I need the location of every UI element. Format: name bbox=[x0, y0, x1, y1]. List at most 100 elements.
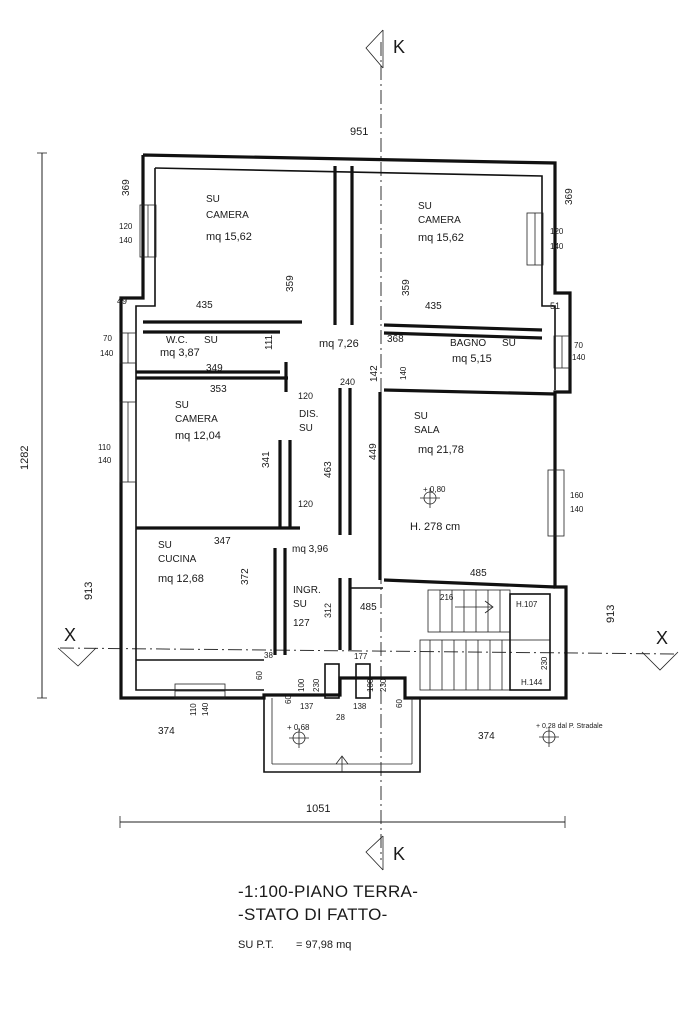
entrance-dim-1: 100 bbox=[297, 678, 306, 692]
level-marker-entrance bbox=[289, 728, 309, 748]
dim-width-top: 951 bbox=[350, 126, 368, 138]
stairs-h-upper: H.107 bbox=[516, 600, 538, 609]
section-label-k-bottom: K bbox=[393, 844, 405, 864]
room-bagno-width: 368 bbox=[387, 334, 404, 345]
section-label-x-left: X bbox=[64, 625, 76, 645]
level-marker-sala bbox=[420, 488, 440, 508]
room-camera-ne-name: CAMERA bbox=[418, 215, 461, 226]
title-block: -1:100-PIANO TERRA- -STATO DI FATTO- SU … bbox=[238, 882, 418, 951]
room-bagno-window-b: 140 bbox=[572, 353, 586, 362]
room-cucina-window-a: 110 bbox=[189, 703, 198, 716]
room-wc-width: 349 bbox=[206, 363, 223, 374]
room-dis-door-b: 120 bbox=[298, 499, 313, 509]
room-bagno: 368 BAGNO SU mq 5,15 142 140 51 70 140 bbox=[369, 301, 586, 382]
room-cucina-area: mq 12,68 bbox=[158, 573, 204, 585]
room-wc-area: mq 3,87 bbox=[160, 347, 200, 359]
room-camera-w: 353 SU CAMERA mq 12,04 341 110 140 bbox=[98, 384, 272, 468]
room-camera-w-window-a: 110 bbox=[98, 443, 111, 452]
room-ingresso-width: 127 bbox=[293, 618, 310, 629]
outer-wall bbox=[119, 153, 572, 700]
section-mark-k-bottom: K bbox=[365, 835, 405, 871]
room-camera-ne-window-b: 140 bbox=[550, 242, 564, 251]
room-bagno-window-a: 70 bbox=[574, 341, 583, 350]
dim-height-lower-left: 913 bbox=[83, 582, 95, 600]
room-wc: W.C. SU mq 3,87 349 111 49 70 140 bbox=[100, 296, 275, 374]
entrance-dim-3: 137 bbox=[300, 702, 314, 711]
room-camera-nw-area: mq 15,62 bbox=[206, 231, 252, 243]
room-sala: SU SALA mq 21,78 449 + 0,80 H. 278 cm 48… bbox=[368, 411, 584, 579]
room-camera-nw-width: 435 bbox=[196, 300, 213, 311]
room-wc-name: W.C. bbox=[166, 335, 188, 346]
room-cucina-width: 347 bbox=[214, 536, 231, 547]
outer-wall-inner bbox=[154, 167, 556, 390]
corridor: mq 7,26 240 bbox=[319, 338, 359, 387]
room-camera-nw-name: CAMERA bbox=[206, 210, 249, 221]
room-sala-area: mq 21,78 bbox=[418, 444, 464, 456]
stairs-width: 230 bbox=[540, 656, 549, 670]
room-dis-area: mq 3,96 bbox=[292, 544, 329, 555]
entrance-right-width: 374 bbox=[478, 731, 495, 742]
entrance-dim-2: 230 bbox=[312, 678, 321, 692]
room-sala-ceiling: H. 278 cm bbox=[410, 521, 460, 533]
room-camera-w-su: SU bbox=[175, 400, 189, 411]
corridor-width: 240 bbox=[340, 377, 355, 387]
section-label-k-top: K bbox=[393, 37, 405, 57]
room-cucina: 347 SU CUCINA mq 12,68 372 38 60 110 140 bbox=[158, 536, 273, 716]
room-bagno-name: BAGNO bbox=[450, 338, 486, 349]
entrance-dim-0: 60 bbox=[284, 695, 293, 704]
dim-width-bottom: 1051 bbox=[306, 803, 330, 815]
entrance-dim-6: 100 bbox=[366, 678, 375, 692]
room-bagno-area: mq 5,15 bbox=[452, 353, 492, 365]
room-bagno-height: 142 bbox=[369, 365, 380, 382]
dim-height-left: 1282 bbox=[19, 446, 31, 470]
room-wc-window-a: 70 bbox=[103, 334, 112, 343]
room-dis-su: SU bbox=[299, 423, 313, 434]
room-dis-door-a: 120 bbox=[298, 391, 313, 401]
room-bagno-door: 140 bbox=[399, 366, 408, 380]
windows bbox=[119, 204, 571, 699]
room-camera-ne-area: mq 15,62 bbox=[418, 232, 464, 244]
title-su-label: SU P.T. bbox=[238, 939, 274, 951]
entrance-dim-8: 60 bbox=[395, 699, 404, 708]
room-ingresso-step: 177 bbox=[354, 652, 368, 661]
room-camera-ne-width: 435 bbox=[425, 301, 442, 312]
room-sala-level: + 0,80 bbox=[423, 485, 446, 494]
room-sala-height-dim: 449 bbox=[368, 443, 379, 460]
room-camera-nw-su: SU bbox=[206, 194, 220, 205]
title-line-1: -1:100-PIANO TERRA- bbox=[238, 882, 418, 901]
room-ingresso-su: SU bbox=[293, 599, 307, 610]
room-camera-nw-height: 359 bbox=[285, 275, 296, 292]
room-sala-window-b: 140 bbox=[570, 505, 584, 514]
stairs-h-lower: H.144 bbox=[521, 678, 543, 687]
section-axis-x bbox=[59, 647, 677, 655]
title-line-2: -STATO DI FATTO- bbox=[238, 905, 388, 924]
section-mark-k-top: K bbox=[365, 29, 405, 69]
room-cucina-name: CUCINA bbox=[158, 554, 197, 565]
room-sala-su: SU bbox=[414, 411, 428, 422]
room-wc-window-b: 140 bbox=[100, 349, 114, 358]
staircase bbox=[419, 589, 551, 691]
room-dis-name: DIS. bbox=[299, 409, 318, 420]
room-camera-w-area: mq 12,04 bbox=[175, 430, 221, 442]
section-mark-x-right: X bbox=[641, 628, 679, 671]
room-sala-width: 485 bbox=[470, 568, 487, 579]
entrance-dim-4: 28 bbox=[336, 713, 345, 722]
section-label-x-right: X bbox=[656, 628, 668, 648]
room-camera-w-window-b: 140 bbox=[98, 456, 112, 465]
room-camera-w-name: CAMERA bbox=[175, 414, 218, 425]
room-sala-name: SALA bbox=[414, 425, 440, 436]
entrance-level: + 0,68 bbox=[287, 723, 310, 732]
room-ingresso-height: 312 bbox=[323, 603, 333, 618]
room-camera-nw-window-b: 140 bbox=[119, 236, 133, 245]
room-ingresso-landing: 485 bbox=[360, 602, 377, 613]
title-su-value: = 97,98 mq bbox=[296, 939, 351, 951]
entrance-dim-7: 230 bbox=[379, 678, 388, 692]
room-camera-ne-height: 359 bbox=[401, 279, 412, 296]
room-wc-height: 111 bbox=[264, 334, 275, 350]
room-bagno-wall: 51 bbox=[550, 301, 560, 311]
corridor-area: mq 7,26 bbox=[319, 338, 359, 350]
room-dis-length: 463 bbox=[323, 461, 334, 478]
room-sala-window-a: 160 bbox=[570, 491, 584, 500]
room-camera-ne-su: SU bbox=[418, 201, 432, 212]
room-cucina-height: 372 bbox=[240, 568, 251, 585]
